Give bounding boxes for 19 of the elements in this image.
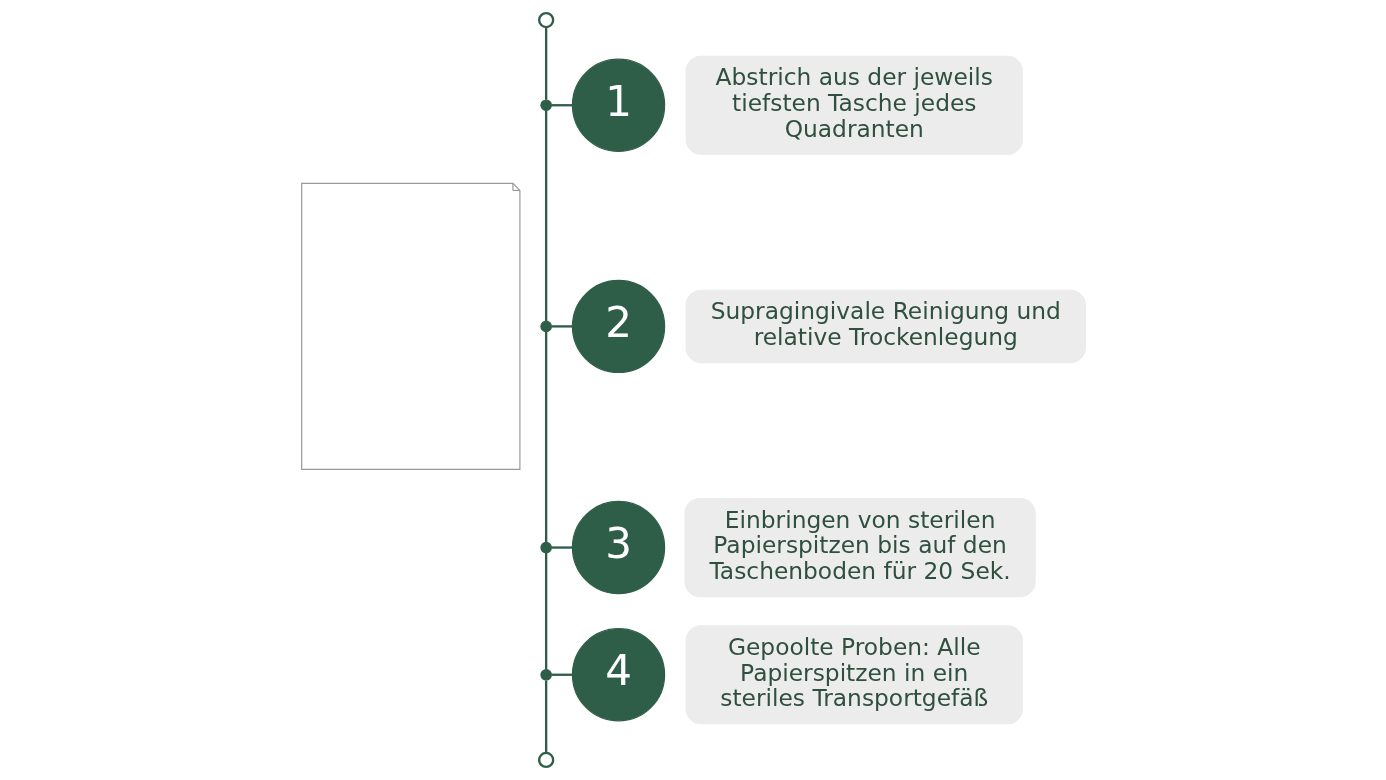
connector (551, 104, 572, 107)
connector (544, 110, 547, 321)
connector (551, 673, 572, 676)
node-circle (539, 541, 552, 554)
node-circle: 1 (571, 58, 665, 152)
node-circle (539, 668, 552, 681)
connector (544, 552, 547, 670)
connector (544, 680, 547, 753)
node-circle (537, 11, 554, 29)
connector (544, 27, 547, 100)
node-circle (537, 751, 554, 769)
node-circle: 4 (571, 628, 665, 722)
connector (551, 325, 572, 328)
node-circle: 2 (571, 279, 665, 374)
connector (551, 546, 572, 549)
node-circle (539, 320, 552, 333)
connector (544, 331, 547, 543)
node-circle (539, 99, 552, 112)
node-circle: 3 (571, 500, 665, 595)
